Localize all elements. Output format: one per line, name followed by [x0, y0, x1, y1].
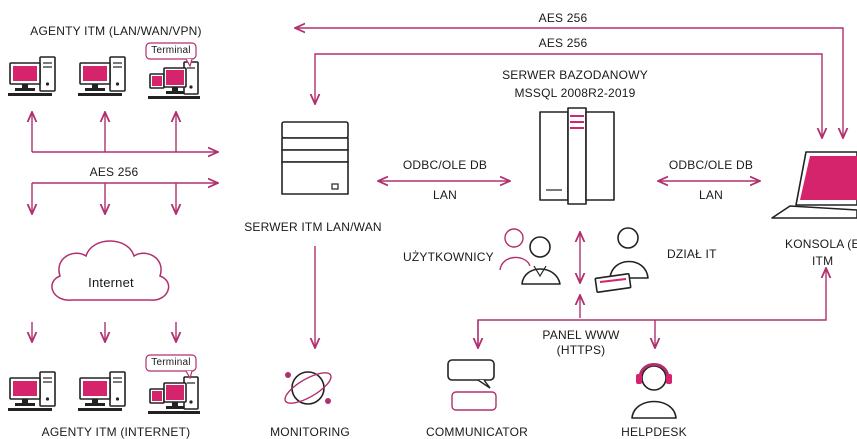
agents-lan-label: AGENTY ITM (LAN/WAN/VPN) — [30, 24, 202, 38]
itm-server-icon — [281, 121, 349, 195]
itm-server-label: SERWER ITM LAN/WAN — [244, 220, 382, 234]
aes-top-label: AES 256 — [538, 11, 588, 25]
terminal-pc-icon — [147, 61, 201, 100]
console-label: KONSOLA (E — [785, 237, 857, 251]
terminal-label: Terminal — [151, 45, 191, 56]
agent-pc-icon — [7, 371, 56, 412]
laptop-icon — [771, 151, 857, 219]
aes-second-label: AES 256 — [538, 36, 588, 50]
terminal-bubble-icon — [145, 42, 197, 68]
db-server-icon — [539, 107, 615, 205]
helpdesk-label: HELPDESK — [621, 425, 687, 439]
db-server-title: SERWER BAZODANOWY — [502, 68, 648, 82]
odbc-right-label: ODBC/OLE DB — [668, 158, 754, 172]
terminal-label: Terminal — [151, 357, 191, 368]
lan-right-label: LAN — [699, 188, 723, 202]
monitoring-label: MONITORING — [270, 425, 350, 439]
panel-https-label: (HTTPS) — [556, 343, 606, 357]
terminal-pc-icon — [147, 376, 201, 415]
users-label: UŻYTKOWNICY — [403, 250, 494, 264]
internet-label: Internet — [88, 275, 134, 290]
it-dept-label: DZIAŁ IT — [667, 247, 717, 261]
odbc-left-label: ODBC/OLE DB — [402, 158, 488, 172]
it-dept-icon — [594, 227, 649, 293]
db-server-subtitle: MSSQL 2008R2-2019 — [514, 86, 636, 100]
internet-cloud-icon — [51, 240, 170, 301]
communicator-label: COMMUNICATOR — [426, 425, 528, 439]
agent-pc-icon — [77, 56, 126, 97]
console-label-line2: ITM — [812, 254, 834, 268]
panel-www-label: PANEL WWW — [542, 328, 620, 342]
agent-pc-icon — [7, 56, 56, 97]
terminal-bubble-icon — [145, 354, 197, 380]
agents-internet-label: AGENTY ITM (INTERNET) — [41, 425, 191, 439]
users-icon — [499, 228, 561, 285]
agent-pc-icon — [77, 371, 126, 412]
lan-left-label: LAN — [433, 188, 457, 202]
monitoring-icon — [284, 371, 332, 405]
aes-left-label: AES 256 — [89, 165, 139, 179]
communicator-icon — [447, 359, 497, 411]
helpdesk-icon — [631, 363, 677, 419]
